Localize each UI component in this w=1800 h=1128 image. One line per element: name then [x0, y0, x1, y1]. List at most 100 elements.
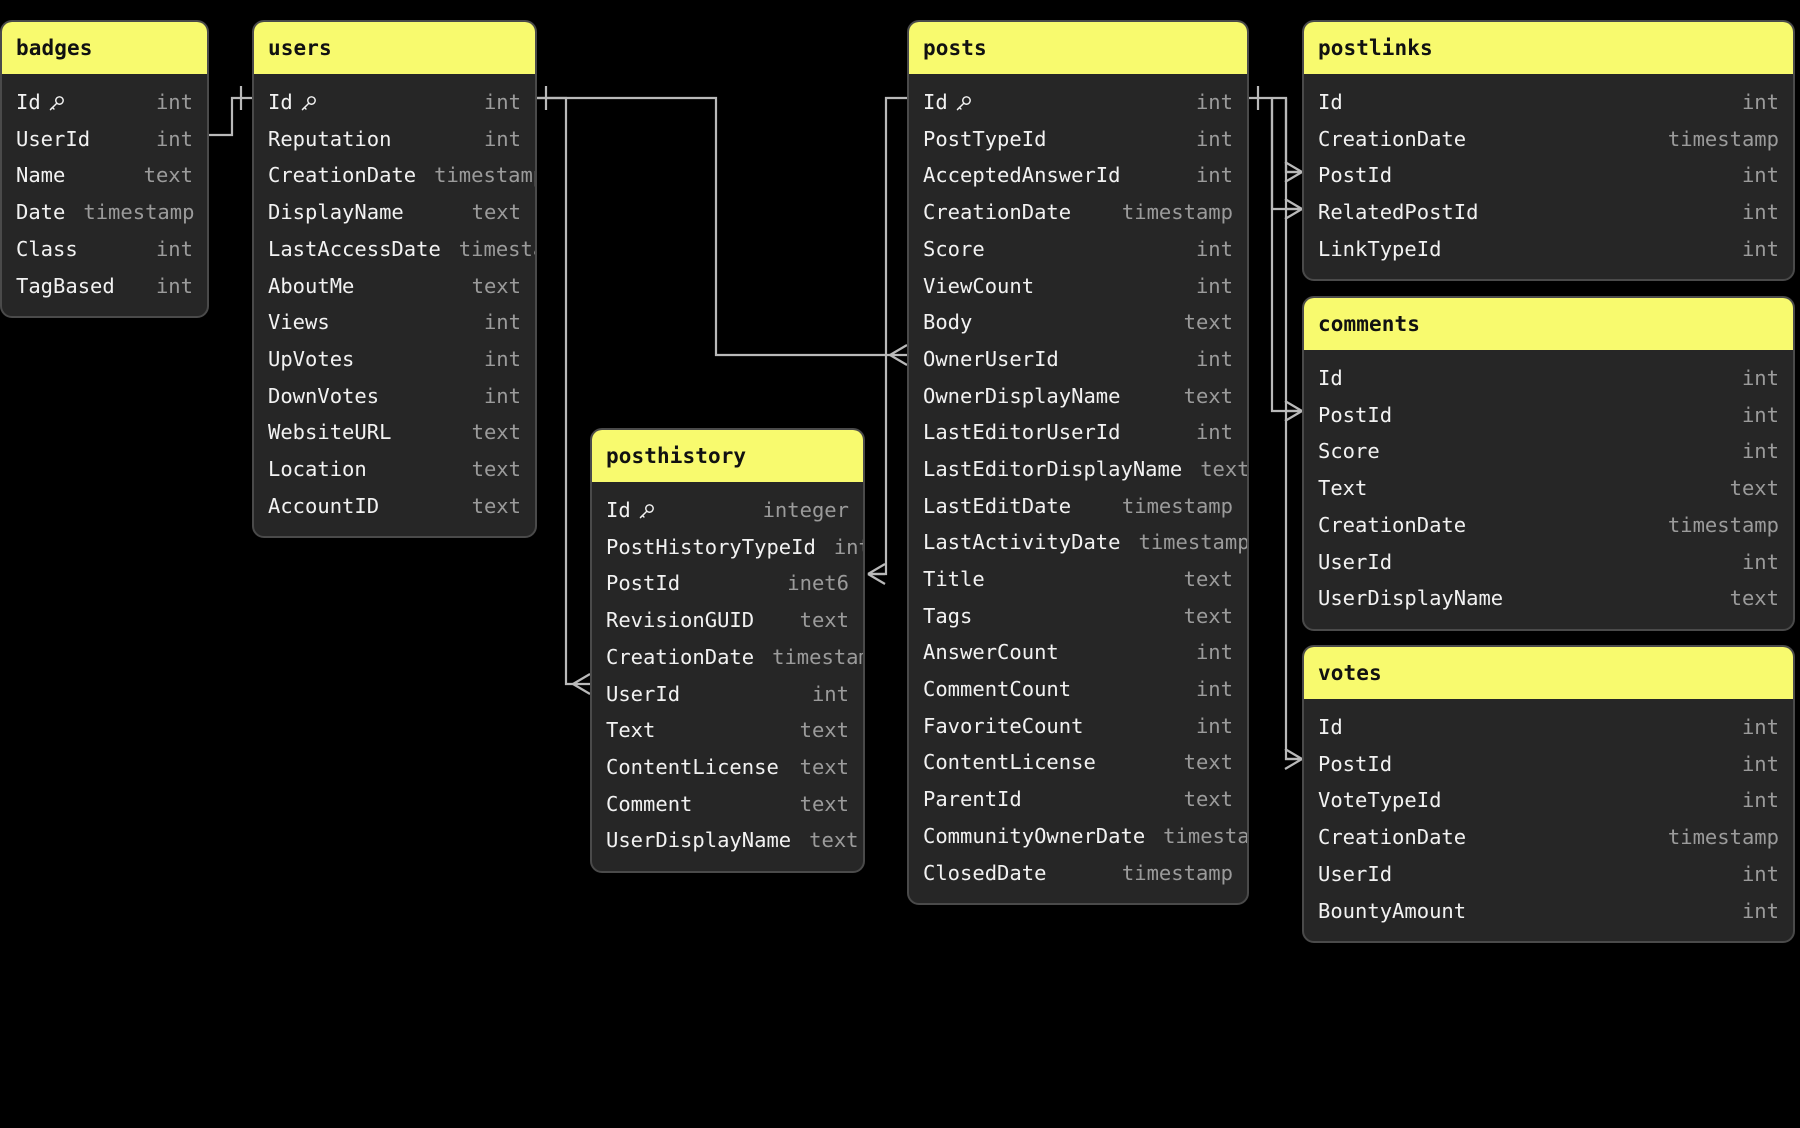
field-name: Id	[923, 90, 948, 115]
field-name-wrap: AboutMe	[268, 276, 354, 297]
field-name: UserId	[606, 681, 681, 706]
field-type: int	[833, 534, 863, 559]
field-type: text	[1183, 603, 1233, 628]
field-row[interactable]: CommunityOwnerDatetimestamp	[909, 818, 1247, 855]
field-name-wrap: Id	[16, 92, 65, 113]
field-row[interactable]: PostHistoryTypeIdint	[592, 529, 863, 566]
field-name: Id	[606, 498, 631, 523]
field-name-wrap: DisplayName	[268, 202, 404, 223]
field-name: Score	[923, 236, 985, 261]
field-type: int	[1741, 236, 1779, 261]
field-name: Views	[268, 310, 330, 335]
field-name-wrap: Views	[268, 312, 330, 333]
field-type: timestamp	[83, 200, 195, 225]
table-card-posthistory[interactable]: posthistoryIdintegerPostHistoryTypeIdint…	[590, 428, 865, 873]
field-row[interactable]: LastAccessDatetimestamp	[254, 231, 535, 268]
field-name: LastEditDate	[923, 493, 1072, 518]
field-row[interactable]: UserId int	[592, 675, 863, 712]
field-type: int	[155, 90, 193, 115]
field-name: DisplayName	[268, 200, 404, 225]
field-row[interactable]: Id int	[2, 84, 207, 121]
edge-posts-comments	[1270, 98, 1303, 422]
field-name: Reputation	[268, 126, 392, 151]
field-name: RevisionGUID	[606, 608, 755, 633]
field-type: int	[811, 681, 849, 706]
field-type: int	[155, 126, 193, 151]
field-name: ViewCount	[923, 273, 1035, 298]
field-name-wrap: BountyAmount	[1318, 901, 1466, 922]
